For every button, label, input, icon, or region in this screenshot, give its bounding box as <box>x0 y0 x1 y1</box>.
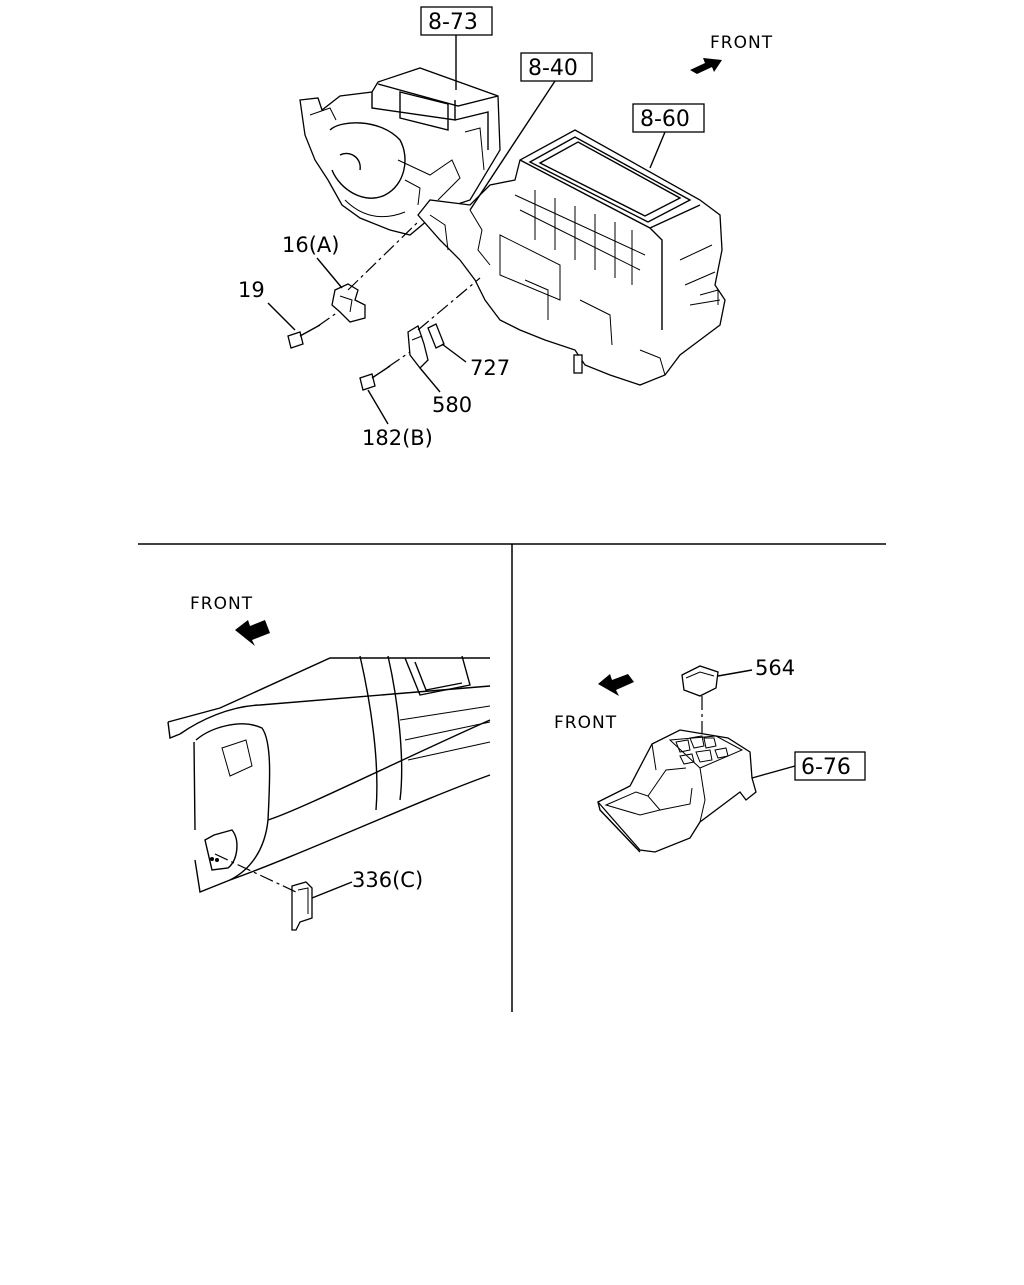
ref-8-40: 8-40 <box>469 52 593 211</box>
front-arrow-icon <box>598 674 634 696</box>
front-arrow-icon <box>235 620 270 646</box>
label-580: 580 <box>432 393 472 417</box>
front-label-bottom-right: FRONT <box>554 713 617 733</box>
part-727-pad: 727 <box>427 323 510 380</box>
front-arrow-icon <box>690 58 722 74</box>
part-580-bracket: 580 <box>407 277 481 417</box>
front-label-bottom-left: FRONT <box>190 594 253 614</box>
label-727: 727 <box>470 356 510 380</box>
label-182b: 182(B) <box>362 426 433 450</box>
hvac-assembly-illustration <box>299 67 726 386</box>
dash-panel-illustration <box>167 655 491 893</box>
ref-8-40-label: 8-40 <box>528 56 578 81</box>
ref-8-73: 8-73 <box>420 6 493 90</box>
part-16a: 16(A) <box>282 221 419 323</box>
front-indicator-bottom-left: FRONT <box>190 594 270 646</box>
part-19-bolt: 19 <box>238 278 339 349</box>
label-564: 564 <box>755 656 795 680</box>
ref-6-76: 6-76 <box>751 751 866 781</box>
front-indicator-top: FRONT <box>690 33 773 74</box>
part-336c-bracket: 336(C) <box>214 853 423 931</box>
part-182b-screw: 182(B) <box>359 351 433 450</box>
console-illustration <box>596 729 757 853</box>
ref-8-73-label: 8-73 <box>428 10 478 35</box>
ref-8-60: 8-60 <box>632 103 705 169</box>
label-336c: 336(C) <box>352 868 423 892</box>
front-label-top: FRONT <box>710 33 773 53</box>
ref-6-76-label: 6-76 <box>801 755 851 780</box>
ref-8-60-label: 8-60 <box>640 107 690 132</box>
label-16a: 16(A) <box>282 233 339 257</box>
label-19: 19 <box>238 278 265 302</box>
part-564-clip: 564 <box>681 656 795 738</box>
front-indicator-bottom-right: FRONT <box>554 674 634 733</box>
